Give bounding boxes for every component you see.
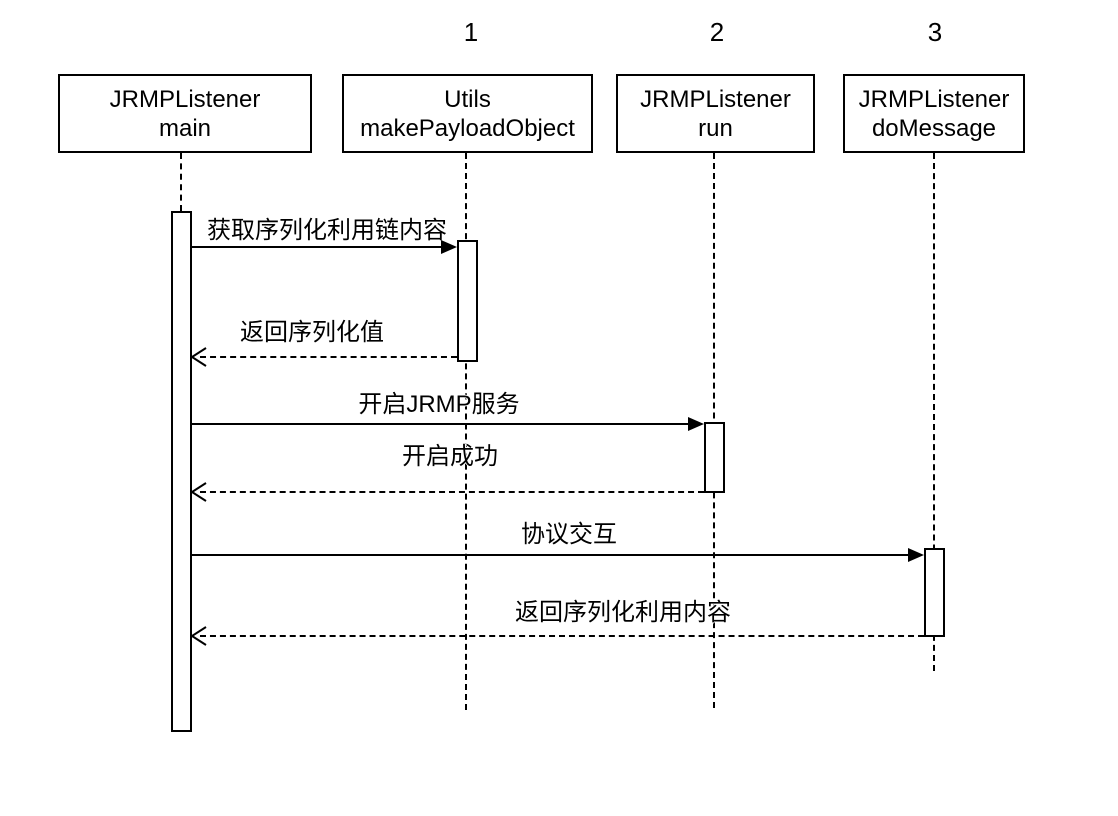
open-arrowhead-icon (190, 482, 207, 502)
message-label-2: 返回序列化值 (240, 319, 384, 346)
message-label-1: 获取序列化利用链内容 (207, 217, 447, 244)
activation-bar-utils (457, 240, 478, 362)
activation-bar-run (704, 422, 725, 493)
actor-name-line2: main (158, 114, 212, 142)
message-return-arrow-4 (200, 491, 704, 493)
actor-name-line1: Utils (444, 85, 491, 113)
actor-name-line1: JRMPListener (640, 85, 791, 113)
arrowhead-icon (908, 548, 924, 562)
message-label-3: 开启JRMP服务 (358, 391, 520, 418)
lifeline-domessage (933, 153, 935, 671)
message-return-arrow-6 (200, 635, 924, 637)
actor-name-line2: makePayloadObject (360, 114, 575, 142)
message-arrow-1 (192, 246, 443, 248)
arrowhead-icon (688, 417, 704, 431)
actor-box-main: JRMPListener main (58, 74, 312, 153)
message-label-6: 返回序列化利用内容 (515, 599, 731, 626)
message-label-4: 开启成功 (402, 443, 498, 470)
actor-name-line2: run (698, 114, 733, 142)
message-arrow-5 (192, 554, 910, 556)
lifeline-main (180, 153, 182, 211)
activation-bar-domessage (924, 548, 945, 637)
message-arrow-3 (192, 423, 690, 425)
actor-name-line2: doMessage (871, 114, 997, 142)
lifeline-utils (465, 153, 467, 710)
message-label-5: 协议交互 (521, 521, 617, 548)
arrowhead-icon (441, 240, 457, 254)
sequence-number-1: 1 (463, 17, 479, 47)
activation-bar-main (171, 211, 192, 732)
sequence-number-3: 3 (927, 17, 943, 47)
actor-box-run: JRMPListener run (616, 74, 815, 153)
actor-name-line1: JRMPListener (109, 85, 261, 113)
actor-box-domessage: JRMPListener doMessage (843, 74, 1025, 153)
sequence-number-2: 2 (709, 17, 725, 47)
open-arrowhead-icon (190, 626, 207, 646)
open-arrowhead-icon (190, 347, 207, 367)
actor-box-utils: Utils makePayloadObject (342, 74, 593, 153)
message-return-arrow-2 (200, 356, 457, 358)
actor-name-line1: JRMPListener (858, 85, 1010, 113)
